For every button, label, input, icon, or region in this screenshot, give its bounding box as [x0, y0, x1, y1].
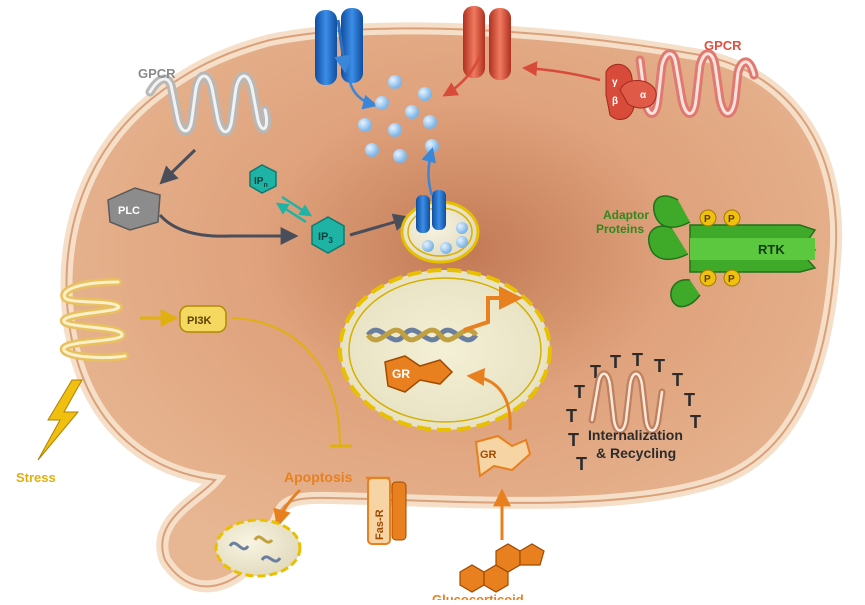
alpha-label: α	[640, 90, 647, 101]
gamma-label: γ	[612, 77, 618, 88]
svg-text:T: T	[568, 430, 579, 450]
internalization-recycling: T T T T T T T T T T T Internalization & …	[566, 350, 701, 474]
svg-text:T: T	[690, 412, 701, 432]
gpcr-left-label: GPCR	[138, 66, 176, 81]
svg-text:T: T	[574, 382, 585, 402]
pi3k-enzyme: PI3K	[179, 305, 352, 448]
svg-text:T: T	[672, 370, 683, 390]
phospho-label: P	[728, 214, 735, 225]
rtk-label: RTK	[758, 242, 785, 257]
fasr-label: Fas-R	[374, 509, 386, 540]
gpcr-left-receptor: GPCR	[138, 66, 272, 185]
svg-text:T: T	[590, 362, 601, 382]
ion-channel-red	[442, 6, 601, 97]
apoptotic-body	[214, 518, 302, 578]
pi3k-label: PI3K	[187, 315, 212, 327]
adaptor-label-line1: Adaptor	[603, 208, 649, 222]
adaptor-label-line2: Proteins	[596, 222, 644, 236]
ip3-label: IP	[318, 231, 328, 243]
svg-text:T: T	[632, 350, 643, 370]
phospho-label: P	[704, 214, 711, 225]
plc-label: PLC	[118, 205, 140, 217]
svg-text:T: T	[654, 356, 665, 376]
apoptosis-label: Apoptosis	[284, 469, 353, 485]
plc-enzyme: PLC	[107, 187, 299, 245]
er-vesicle	[400, 147, 480, 264]
gpcr-right-label: GPCR	[704, 38, 742, 53]
steroid-hexagon-icon: Glucocorticoid	[432, 543, 545, 605]
internalization-label-line1: Internalization	[588, 427, 683, 443]
gr-cytoplasm-label: GR	[480, 449, 497, 461]
svg-text:T: T	[576, 454, 587, 474]
ip3-subscript: 3	[328, 236, 333, 245]
gpcr-right-receptor: GPCR γ β α	[605, 38, 759, 120]
clathrin-coat-icon: T T T T T T T T T T T	[566, 350, 701, 474]
apoptosis-pathway: Apoptosis Fas-R	[273, 469, 407, 545]
svg-text:IP3: IP3	[318, 231, 333, 245]
svg-text:T: T	[610, 352, 621, 372]
svg-text:IPn: IPn	[254, 176, 268, 189]
ipn-molecule: IPn	[249, 164, 313, 224]
lightning-icon: Stress	[16, 379, 83, 485]
gr-cytoplasm: GR	[466, 367, 532, 540]
beta-label: β	[612, 96, 618, 107]
glucocorticoid-label: Glucocorticoid	[432, 592, 524, 600]
rtk-receptor: RTK P P P P Adaptor Proteins	[596, 195, 817, 308]
stress-receptor	[59, 278, 179, 362]
internalization-label-line2: & Recycling	[596, 445, 676, 461]
svg-text:T: T	[684, 390, 695, 410]
ion-channel-blue-top	[315, 8, 378, 110]
svg-text:T: T	[566, 406, 577, 426]
stress-label: Stress	[16, 470, 56, 485]
gr-nucleus: GR	[384, 355, 454, 393]
phospho-label: P	[704, 274, 711, 285]
phospho-label: P	[728, 274, 735, 285]
helix-dna-icon	[365, 286, 523, 343]
ipn-subscript: n	[263, 182, 267, 189]
gr-nucleus-label: GR	[392, 367, 410, 381]
ipn-label: IP	[254, 176, 264, 187]
nucleus	[338, 268, 552, 432]
